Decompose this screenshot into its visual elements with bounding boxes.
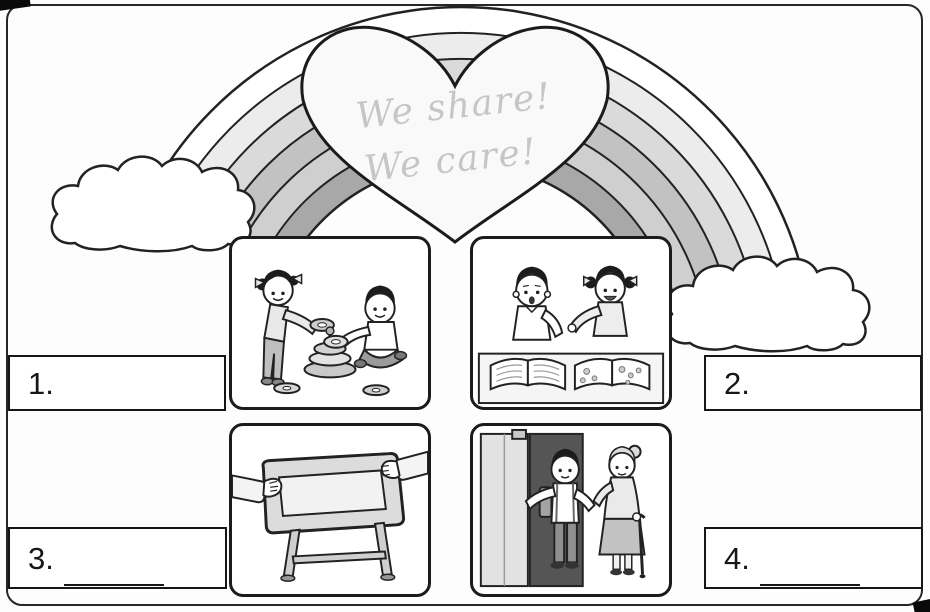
helper-hand-right-icon [380, 450, 428, 481]
picture-frame-1 [229, 236, 431, 410]
scene-sharing-books-illustration [477, 265, 665, 405]
picture-frame-2 [470, 236, 672, 410]
elderly-woman-figure [592, 444, 646, 579]
scene-helping-elderly-illustration [479, 428, 646, 588]
cloud-left-icon [50, 155, 256, 253]
open-book-pictures-icon [573, 357, 651, 391]
answer-number-2: 2. [724, 365, 750, 401]
boy-figure [323, 285, 408, 369]
answer-blank-line-4 [759, 546, 860, 586]
picture-frame-3 [229, 423, 431, 597]
girl-figure [254, 269, 335, 387]
girl-figure [567, 265, 638, 337]
answer-box-4: 4. [704, 527, 923, 589]
answer-blank-line-3 [63, 546, 164, 586]
heart-icon [300, 25, 610, 244]
answer-box-1: 1. [8, 355, 226, 411]
boy-figure [512, 266, 564, 341]
picture-frame-4 [470, 423, 672, 597]
answer-box-2: 2. [704, 355, 922, 411]
boy-figure [524, 448, 596, 569]
open-book-text-icon [489, 357, 567, 391]
answer-number-1: 1. [28, 365, 54, 401]
answer-number-3: 3. [28, 540, 54, 576]
desk-icon [261, 452, 406, 582]
answer-box-3: 3. [8, 527, 227, 589]
answer-blank-line-1 [63, 371, 164, 411]
scene-carrying-desk-illustration [232, 450, 428, 582]
answer-number-4: 4. [724, 540, 750, 576]
scene-sharing-toys-illustration [254, 269, 408, 397]
helper-hand-left-icon [232, 474, 283, 504]
answer-blank-line-2 [759, 371, 860, 411]
